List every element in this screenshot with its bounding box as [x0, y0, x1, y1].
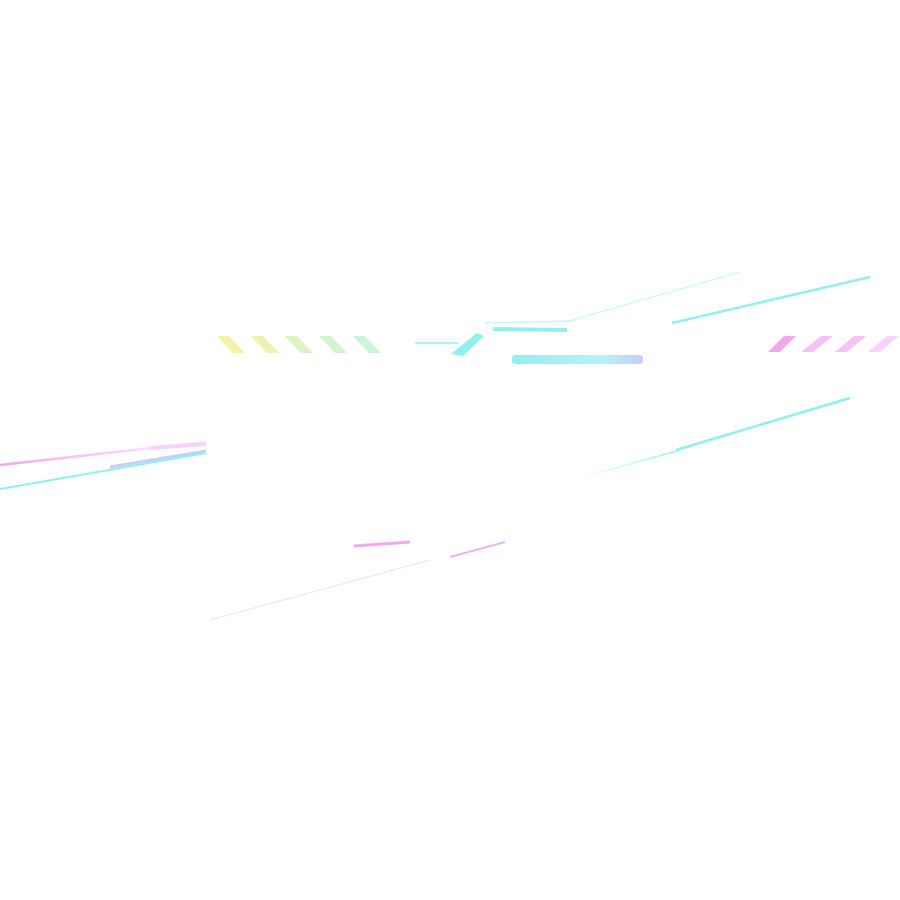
streak-left-lavender	[109, 449, 207, 469]
streak-center-wedge	[451, 333, 484, 356]
stripe-row-right	[768, 336, 899, 352]
streak-center-upper	[492, 327, 568, 332]
streak-bottom-faint	[209, 559, 431, 621]
stripe-row-left	[217, 336, 381, 353]
streak-center-bar	[512, 355, 643, 364]
streak-center-thin	[484, 320, 576, 324]
streak-left-pink-faint	[149, 442, 207, 450]
streak-mid-right	[675, 396, 851, 452]
streak-lower-magenta-right	[449, 541, 506, 558]
streak-mid-right-faint	[579, 449, 681, 479]
streak-lower-magenta-left	[353, 540, 411, 548]
streak-top-right	[671, 275, 871, 325]
streak-top-right-faint	[564, 271, 741, 323]
streak-left-cyan	[0, 452, 207, 490]
